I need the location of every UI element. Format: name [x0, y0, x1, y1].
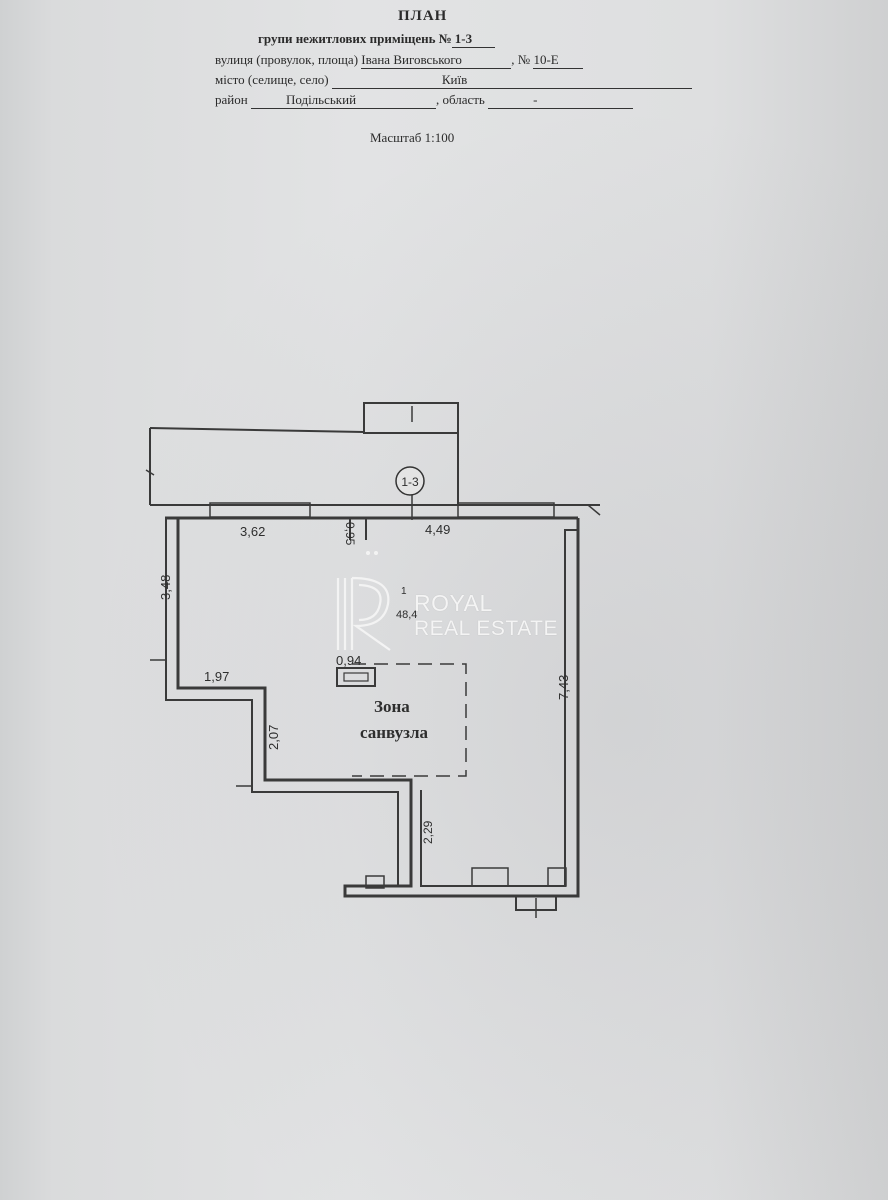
sink-fixture	[336, 667, 376, 687]
window-left	[209, 502, 311, 518]
street-value: Івана Виговського	[361, 52, 512, 69]
window-right	[457, 502, 555, 518]
sanitary-zone-outline	[352, 663, 467, 777]
document-title: ПЛАН	[398, 8, 448, 24]
city-label: місто (селище, село)	[215, 72, 329, 87]
street-label: вулиця (провулок, площа)	[215, 52, 359, 67]
group-marker-label: 1-3	[401, 475, 419, 489]
dim-step-horizontal: 1,97	[204, 669, 229, 684]
region-value: -	[488, 92, 634, 109]
room-outline	[176, 518, 580, 898]
canopy-box	[363, 402, 459, 434]
dim-left-upper: 3,48	[158, 575, 173, 600]
dim-door-gap: 0,95	[343, 522, 357, 546]
city-value: Київ	[331, 72, 692, 89]
dim-lower-vertical: 2,29	[421, 820, 435, 844]
dim-top-right: 4,49	[425, 522, 450, 537]
zone-label-line1: Зона	[374, 697, 410, 716]
dim-inner-small: 0,94	[336, 653, 361, 668]
radiator-left	[365, 875, 385, 889]
district-label: район	[215, 92, 248, 107]
watermark-brand-line1: ROYAL	[414, 590, 493, 616]
outer-wall-line	[165, 518, 399, 886]
dim-top-left: 3,62	[240, 524, 265, 539]
district-value: Подільський	[250, 92, 436, 109]
outer-line-top	[149, 427, 365, 433]
address-street-line: вулиця (провулок, площа) Івана Виговсько…	[215, 52, 584, 69]
scale-label: Масштаб 1:100	[370, 130, 455, 145]
zone-label-line2: санвузла	[360, 723, 429, 742]
watermark-brand-line2: REAL ESTATE	[414, 617, 558, 640]
royal-logo-icon	[336, 551, 391, 651]
radiator-right	[471, 867, 509, 887]
address-city-line: місто (селище, село) Київ	[215, 72, 692, 89]
room-area: 48,4	[396, 609, 417, 621]
dim-step-vertical: 2,07	[266, 725, 281, 750]
group-marker-circle	[395, 466, 425, 496]
group-number: 1-3	[451, 31, 495, 48]
subtitle-prefix: групи нежитлових приміщень №	[258, 31, 452, 46]
dim-right-wall: 7,43	[556, 675, 571, 700]
address-district-line: район Подільський, область -	[215, 92, 634, 109]
house-value: 10-Е	[533, 52, 584, 69]
room-number: 1	[401, 586, 407, 597]
house-label: , №	[511, 52, 531, 67]
region-label: , область	[435, 92, 485, 107]
